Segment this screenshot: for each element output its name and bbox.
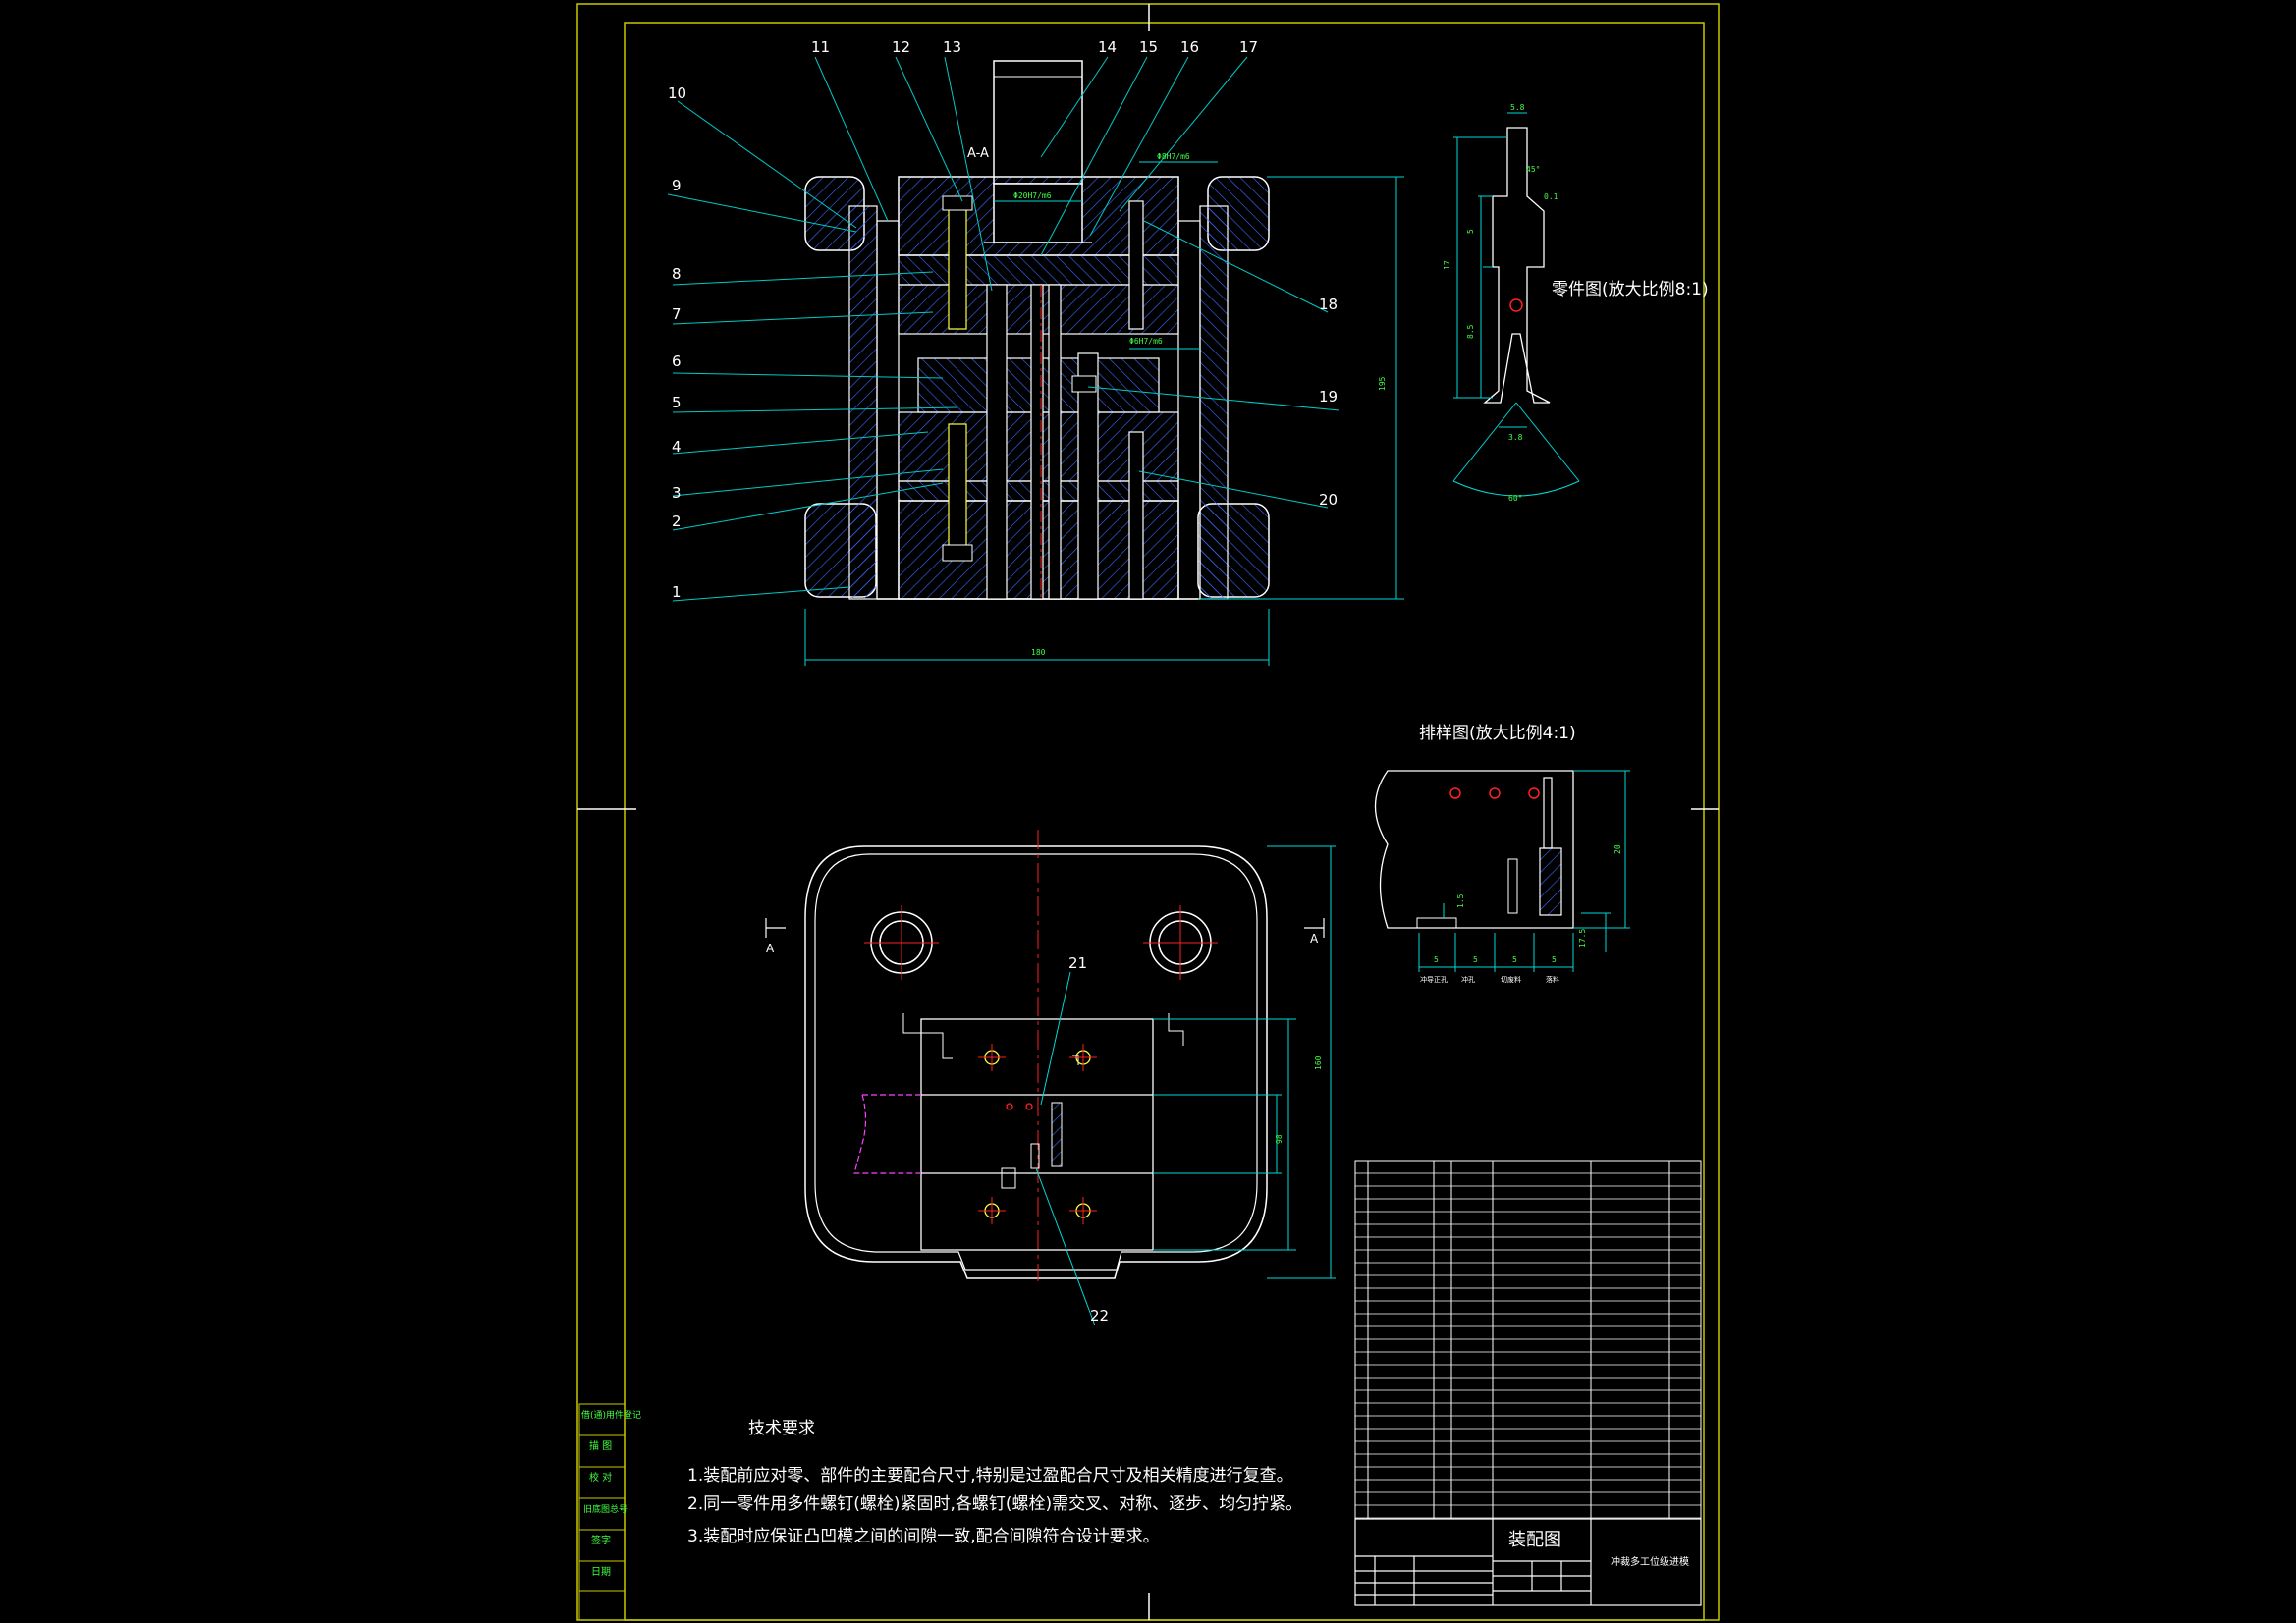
dim-fit-3: Φ6H7/m6 — [1129, 337, 1163, 346]
part-label-7: 7 — [672, 305, 682, 323]
section-view-aa — [804, 60, 1270, 600]
strip-layout-title: 排样图(放大比例4:1) — [1419, 724, 1576, 743]
part-label-20: 20 — [1319, 491, 1338, 509]
strip-height: 20 — [1613, 844, 1622, 854]
part-label-22: 22 — [1090, 1307, 1109, 1325]
part-label-2: 2 — [672, 513, 682, 530]
part-dim-h2: 8.5 — [1466, 324, 1475, 339]
dim-overall-width: 180 — [1031, 648, 1046, 657]
part-label-16: 16 — [1180, 38, 1199, 56]
tech-req-item-1: 1.装配前应对零、部件的主要配合尺寸,特别是过盈配合尺寸及相关精度进行复查。 — [687, 1466, 1293, 1486]
part-label-10: 10 — [668, 84, 686, 102]
part-label-9: 9 — [672, 177, 682, 194]
title-block-drawing-name: 装配图 — [1508, 1530, 1561, 1550]
part-label-1: 1 — [672, 583, 682, 601]
side-register-table: 借(通)用件登记 描 图 校 对 旧底图总号 签字 日期 — [578, 1403, 641, 1621]
side-table-cell-3: 校 对 — [589, 1471, 612, 1484]
part-labels-section: 1 2 3 4 5 6 7 8 9 10 11 12 13 14 15 16 1… — [668, 38, 1338, 601]
part-dim-w: 5.8 — [1510, 103, 1525, 112]
view-arrow-right: A — [1310, 932, 1319, 946]
strip-step-3: 切废料 — [1501, 975, 1521, 984]
part-dim-angle2: 60° — [1508, 494, 1522, 503]
part-dim-a: 0.1 — [1544, 192, 1558, 201]
strip-layout: 排样图(放大比例4:1) 5 5 5 5 20 17.5 1.5 冲 — [1374, 724, 1630, 984]
part-label-3: 3 — [672, 484, 682, 502]
dim-fit-1: Φ20H7/m6 — [1013, 191, 1052, 200]
side-table-cell-6: 日期 — [591, 1566, 611, 1578]
strip-pitch-1: 5 — [1434, 955, 1439, 964]
parts-list-table — [1354, 1160, 1702, 1520]
leader-lines-section — [667, 56, 1340, 602]
strip-hole-3 — [1528, 787, 1540, 799]
dim-overall-height: 195 — [1378, 376, 1387, 391]
part-label-18: 18 — [1319, 296, 1338, 313]
strip-width: 1.5 — [1456, 893, 1465, 908]
view-arrow-left: A — [766, 942, 775, 955]
part-dim-h1: 5 — [1466, 229, 1475, 234]
side-table-cell-4: 旧底图总号 — [583, 1503, 628, 1515]
strip-pitch-3: 5 — [1512, 955, 1517, 964]
strip-step-2: 冲孔 — [1461, 975, 1475, 984]
strip-pitch-4: 5 — [1552, 955, 1557, 964]
side-table-cell-1: 借(通)用件登记 — [581, 1409, 641, 1421]
parts-list-rows — [1355, 1172, 1701, 1519]
part-label-14: 14 — [1098, 38, 1117, 56]
title-block-product-name: 冲裁多工位级进模 — [1611, 1555, 1689, 1568]
part-label-11: 11 — [811, 38, 830, 56]
part-drawing: 5.8 45° 0.1 5 8.5 17 3.8 60° 零件图(放大比例8:1… — [1443, 103, 1709, 503]
section-dimensions: 180 195 Φ20H7/m6 Φ8H7/m6 Φ6H7/m6 — [804, 152, 1404, 666]
part-label-15: 15 — [1139, 38, 1158, 56]
tech-req-item-2: 2.同一零件用多件螺钉(螺栓)紧固时,各螺钉(螺栓)需交叉、对称、逐步、均匀拧紧… — [687, 1494, 1302, 1514]
part-label-19: 19 — [1319, 388, 1338, 406]
side-table-cell-5: 签字 — [591, 1534, 611, 1546]
strip-step-1: 冲导正孔 — [1420, 975, 1448, 984]
part-label-4: 4 — [672, 438, 682, 456]
center-marks — [577, 4, 1719, 1620]
side-table-cell-2: 描 图 — [589, 1439, 612, 1452]
sheet-frame — [576, 3, 1720, 1621]
part-label-13: 13 — [943, 38, 961, 56]
part-dim-h3: 17 — [1443, 260, 1451, 270]
part-dim-angle: 45° — [1526, 165, 1540, 174]
plan-dim-height: 160 — [1314, 1055, 1323, 1070]
part-label-17: 17 — [1239, 38, 1258, 56]
plan-dim-inner: 98 — [1275, 1134, 1284, 1144]
part-drawing-title: 零件图(放大比例8:1) — [1552, 280, 1709, 299]
part-dim-w2: 3.8 — [1508, 433, 1523, 442]
tech-requirements: 技术要求 1.装配前应对零、部件的主要配合尺寸,特别是过盈配合尺寸及相关精度进行… — [687, 1419, 1302, 1546]
tech-req-item-3: 3.装配时应保证凸凹模之间的间隙一致,配合间隙符合设计要求。 — [687, 1527, 1160, 1546]
dim-fit-2: Φ8H7/m6 — [1157, 152, 1190, 161]
strip-hole-2 — [1489, 787, 1501, 799]
plan-screw-holes — [978, 1044, 1097, 1224]
title-block: 装配图 冲裁多工位级进模 — [1354, 1518, 1702, 1606]
section-label: A-A — [967, 146, 989, 161]
plan-view: A A 21 22 160 98 — [765, 830, 1336, 1326]
part-label-5: 5 — [672, 394, 682, 411]
strip-height-2: 17.5 — [1578, 929, 1587, 947]
part-label-12: 12 — [892, 38, 910, 56]
tech-req-heading: 技术要求 — [748, 1419, 815, 1438]
strip-step-4: 落料 — [1546, 975, 1559, 984]
strip-pitch-2: 5 — [1473, 955, 1478, 964]
strip-hole-1 — [1449, 787, 1461, 799]
part-label-21: 21 — [1068, 954, 1087, 972]
part-label-8: 8 — [672, 265, 682, 283]
part-label-6: 6 — [672, 352, 682, 370]
